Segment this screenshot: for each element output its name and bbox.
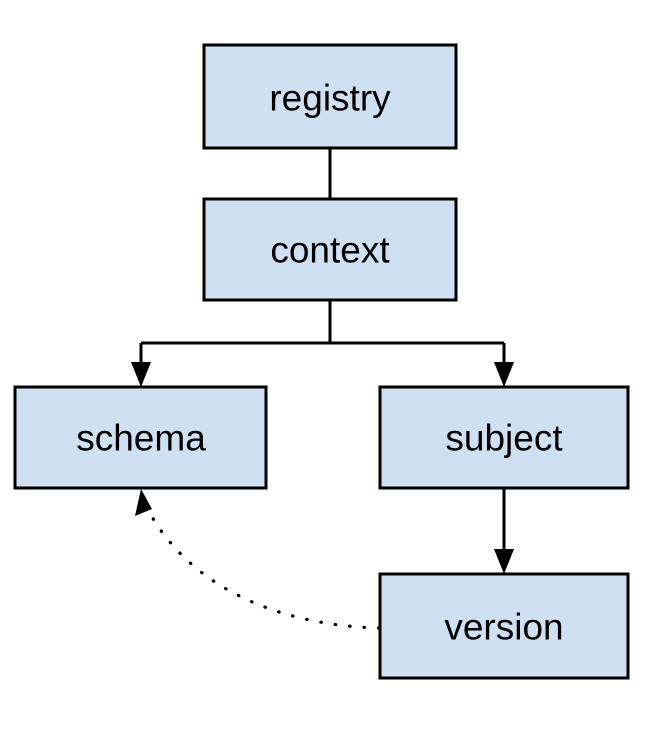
node-subject-box[interactable] — [378, 385, 630, 490]
arrowhead-subject-to-version — [494, 549, 514, 574]
node-schema[interactable]: schema — [13, 385, 268, 490]
arrowhead-version-to-schema — [135, 489, 152, 516]
edge-version-to-schema — [145, 506, 381, 630]
node-schema-label: schema — [76, 418, 206, 459]
edge-layer — [131, 148, 514, 630]
arrowhead-context-to-schema — [131, 362, 151, 387]
node-subject[interactable]: subject — [378, 385, 630, 490]
node-registry[interactable]: registry — [202, 43, 458, 150]
node-layer: registry context schema subject version — [13, 43, 630, 680]
node-registry-box[interactable] — [202, 43, 458, 150]
arrowhead-context-to-subject — [494, 362, 514, 387]
node-context[interactable]: context — [202, 197, 458, 302]
node-version-label: version — [444, 607, 563, 648]
node-version[interactable]: version — [378, 572, 630, 680]
node-version-box[interactable] — [378, 572, 630, 680]
node-subject-label: subject — [445, 418, 563, 459]
node-registry-label: registry — [269, 78, 391, 119]
node-context-label: context — [270, 230, 390, 271]
node-context-box[interactable] — [202, 197, 458, 302]
node-schema-box[interactable] — [13, 385, 268, 490]
